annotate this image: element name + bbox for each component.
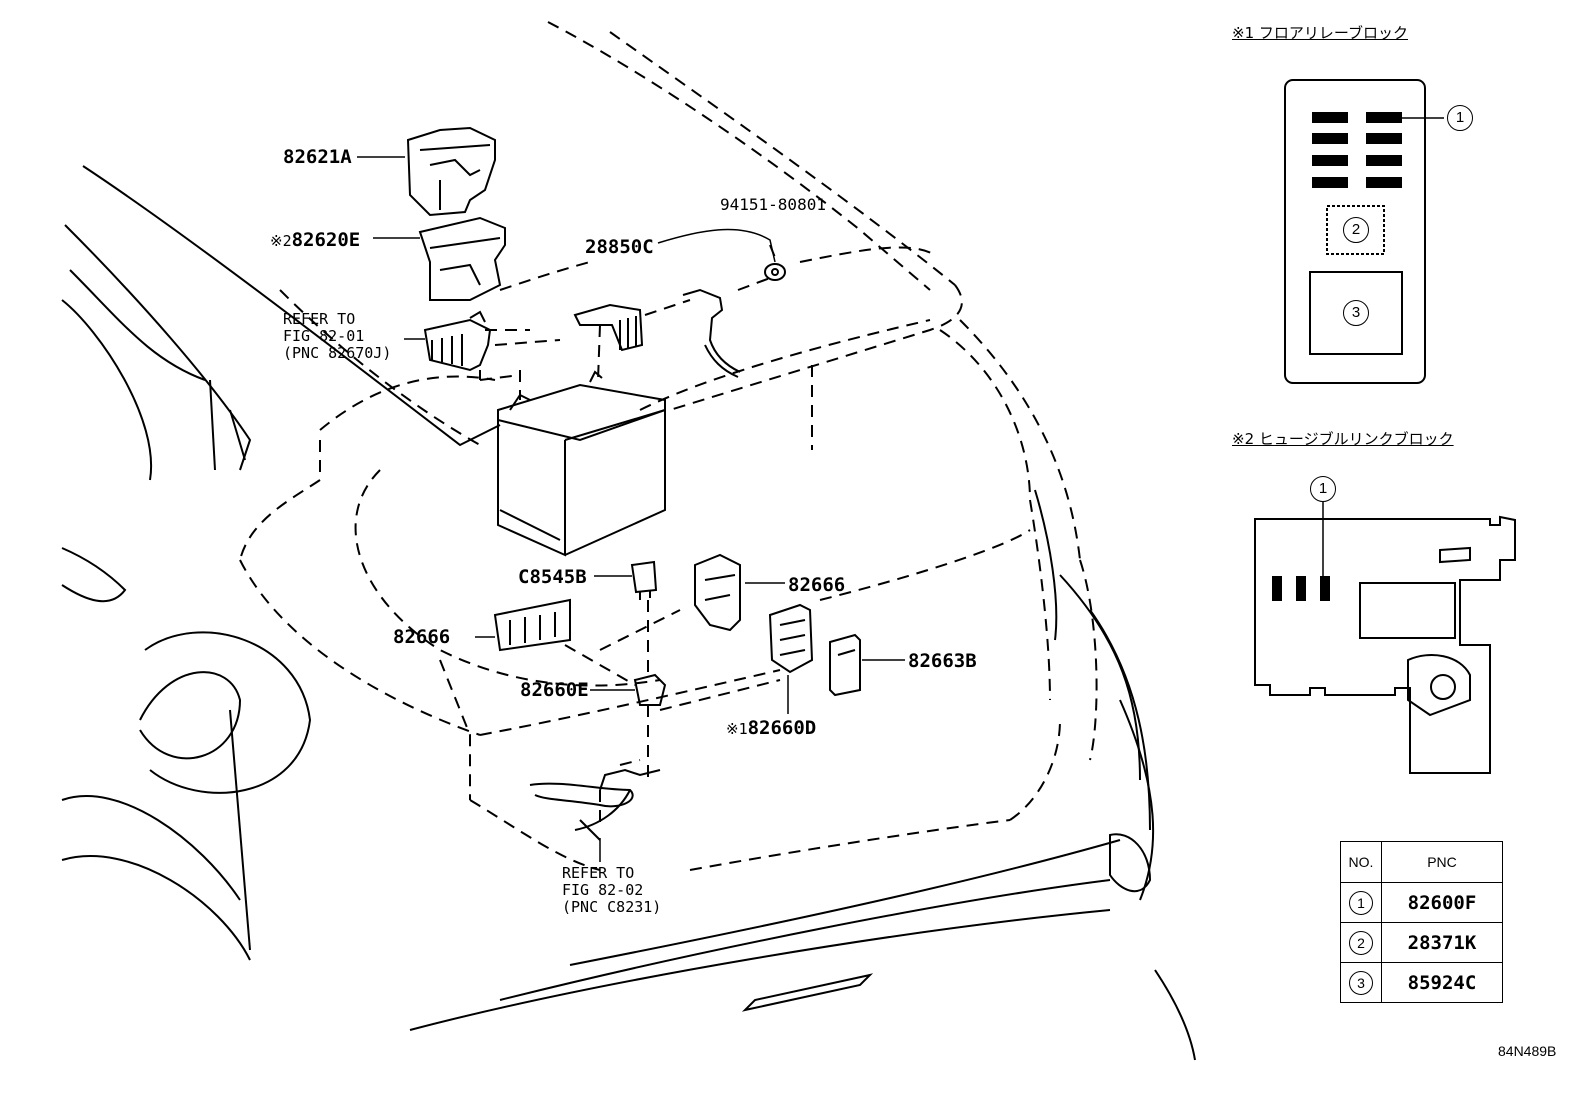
row-number: 1 bbox=[1349, 890, 1373, 915]
label-82666-left: 82666 bbox=[393, 626, 451, 648]
fusible-link-block-inset bbox=[1254, 501, 1516, 774]
inset-title-fusible-link-block: ※2 ヒュージブルリンクブロック bbox=[1232, 430, 1454, 448]
row-pnc-cell: 85924C bbox=[1381, 962, 1503, 1003]
label-82621A: 82621A bbox=[283, 146, 352, 168]
label-82660D-code: 82660D bbox=[747, 717, 817, 739]
label-94151-80801: 94151-80801 bbox=[720, 195, 826, 214]
label-82666-right: 82666 bbox=[788, 574, 846, 596]
inset-title-floor-relay-block: ※1 フロアリレーブロック bbox=[1232, 24, 1408, 42]
callout-2-floor-relay: 2 bbox=[1343, 217, 1369, 243]
part-82620E bbox=[418, 216, 506, 301]
vehicle-body-outline bbox=[61, 165, 1196, 1061]
part-82621A bbox=[406, 126, 496, 217]
callout-1-fusible-link: 1 bbox=[1310, 476, 1336, 502]
floor-relay-block-inset bbox=[1284, 79, 1444, 384]
pnc-table: NO. PNC 1 82600F 2 28371K 3 85924C bbox=[1340, 841, 1503, 1003]
label-82660D: ※182660D bbox=[726, 718, 816, 739]
row-no-cell: 3 bbox=[1340, 962, 1382, 1003]
label-refer-fig-82-02: REFER TO FIG 82-02 (PNC C8231) bbox=[562, 864, 662, 916]
label-82620E: ※282620E bbox=[270, 230, 360, 251]
battery bbox=[497, 370, 666, 557]
label-82620E-code: 82620E bbox=[291, 229, 361, 251]
note-mark-1: ※1 bbox=[726, 720, 748, 738]
part-28850C bbox=[573, 303, 644, 352]
diagram-id: 84N489B bbox=[1498, 1043, 1557, 1059]
callout-3-floor-relay: 3 bbox=[1343, 300, 1369, 326]
part-82666-left bbox=[493, 598, 571, 652]
table-row: 2 28371K bbox=[1340, 922, 1503, 963]
part-82666-right bbox=[694, 553, 741, 632]
row-pnc-cell: 82600F bbox=[1381, 882, 1503, 923]
label-C8545B: C8545B bbox=[518, 566, 587, 588]
row-no-cell: 1 bbox=[1340, 882, 1382, 923]
part-C8545B bbox=[630, 560, 658, 600]
part-82663B bbox=[829, 633, 861, 697]
header-no: NO. bbox=[1340, 841, 1382, 883]
row-no-cell: 2 bbox=[1340, 922, 1382, 963]
part-82660E bbox=[633, 673, 667, 706]
label-82660E: 82660E bbox=[520, 679, 589, 701]
row-pnc-cell: 28371K bbox=[1381, 922, 1503, 963]
leader-lines bbox=[357, 156, 905, 862]
label-28850C: 28850C bbox=[585, 236, 654, 258]
note-mark-2: ※2 bbox=[270, 232, 292, 250]
header-pnc: PNC bbox=[1381, 841, 1503, 883]
row-number: 2 bbox=[1349, 930, 1373, 955]
ground-cable bbox=[682, 288, 741, 378]
pnc-table-header: NO. PNC bbox=[1340, 841, 1503, 883]
part-94151-80801 bbox=[764, 263, 786, 281]
table-row: 3 85924C bbox=[1340, 962, 1503, 1003]
part-82660D bbox=[768, 603, 814, 674]
table-row: 1 82600F bbox=[1340, 882, 1503, 923]
wire-harness bbox=[529, 768, 661, 841]
callout-1-floor-relay: 1 bbox=[1447, 105, 1473, 131]
phantom-outlines bbox=[239, 21, 1098, 871]
label-refer-fig-82-01: REFER TO FIG 82-01 (PNC 82670J) bbox=[283, 310, 392, 362]
label-82663B: 82663B bbox=[908, 650, 977, 672]
part-82670J bbox=[423, 310, 492, 372]
row-number: 3 bbox=[1349, 970, 1373, 995]
